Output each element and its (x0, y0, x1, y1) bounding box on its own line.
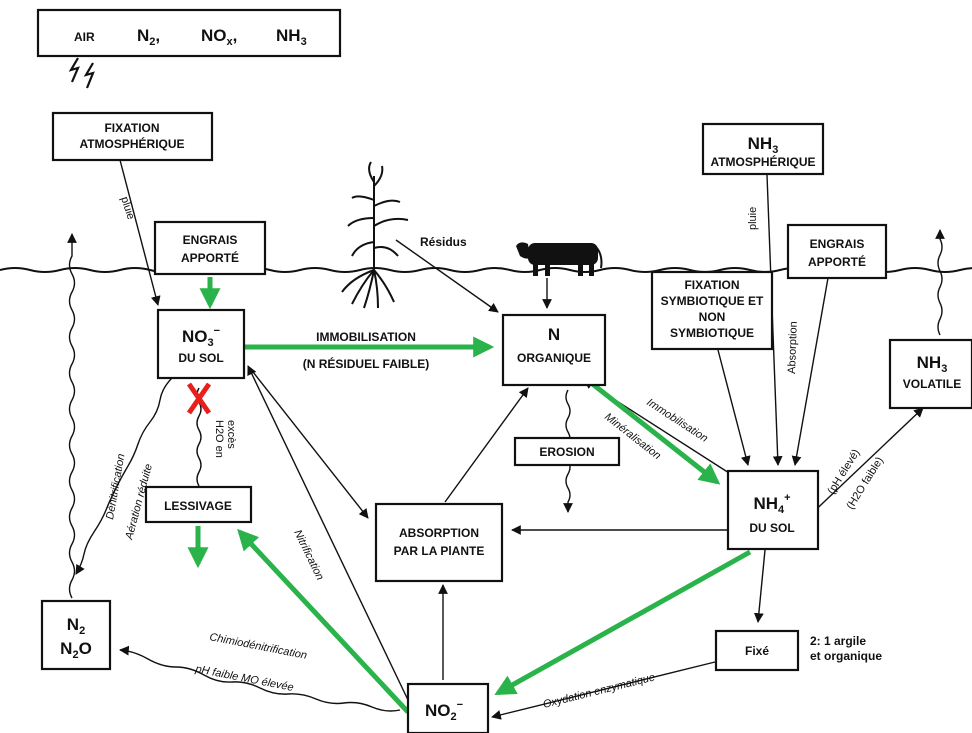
fixation-symb-line4: SYMBIOTIQUE (670, 326, 754, 340)
erosion-label: EROSION (539, 445, 594, 459)
nh3-volatile-label: VOLATILE (903, 377, 961, 391)
immobilisation-diag-label: Immobilisation (644, 396, 710, 444)
air-n2-formula: N2, (137, 26, 160, 48)
arrow-nh4-to-volatile (804, 407, 924, 521)
chimiodenitrification-label: Chimiodénitrification (208, 631, 308, 662)
engrais-left-line2: APPORTÉ (181, 250, 239, 265)
plant-icon (341, 161, 409, 309)
nh3-atm-formula: NH3 (748, 134, 779, 156)
n2-n2o-box (40, 599, 112, 671)
h2o-exces-line1: H2O en (213, 420, 225, 458)
lessivage-label: LESSIVAGE (164, 499, 232, 513)
argile-line1: 2: 1 argile (810, 634, 866, 648)
nh4-du-sol-box (726, 469, 820, 551)
nitrification-label: Nitrification (291, 528, 326, 582)
absorption-line2: PAR LA PlANTE (394, 544, 485, 558)
no3-du-sol-label: DU SOL (178, 351, 223, 365)
lightning-icon (68, 57, 95, 89)
fixe-box (714, 629, 800, 672)
nh4-formula: NH4+ (753, 492, 790, 516)
green-arrow-mineralisation (588, 380, 721, 485)
no3-formula: NO3− (182, 325, 220, 349)
fixation-symb-line1: FIXATION (684, 278, 739, 292)
engrais-left-line1: ENGRAIS (183, 233, 238, 247)
nh4-du-sol-label: DU SOL (749, 521, 794, 535)
residus-label: Résidus (420, 235, 467, 249)
ph-faible-mo-label: pH faible MO élevée (193, 663, 294, 694)
arrow-nitrification (247, 365, 409, 701)
fixation-symb-line3: NON (699, 310, 726, 324)
green-arrow-no2-to-lessivage (237, 528, 410, 714)
nh3-volatile-box (888, 338, 972, 410)
no3-du-sol-box (156, 308, 246, 380)
arrow-oxydation (491, 661, 716, 720)
absorption-plante-box (374, 502, 504, 583)
n-organique-label: ORGANIQUE (517, 351, 591, 365)
h2o-exces-line2: excès (225, 420, 237, 449)
absorption-line1: ABSORPTION (399, 526, 479, 540)
engrais-apporte-left-box (153, 220, 267, 276)
fixe-label: Fixé (745, 644, 769, 658)
no2-box (406, 682, 490, 733)
arrow-no3-to-absorption (252, 371, 369, 519)
denitrification-label: Dénitrification (104, 453, 127, 521)
lessivage-box (144, 485, 253, 524)
n2-formula: N2 (67, 615, 85, 637)
engrais-apporte-right-box (786, 223, 888, 280)
n-organique-n: N (548, 325, 560, 344)
fixation-symb-line2: SYMBIOTIQUE ET (661, 294, 764, 308)
absorption-vert-label: Absorption (786, 321, 800, 374)
engrais-right-line1: ENGRAIS (810, 237, 865, 251)
arrow-nh4-to-fixe (753, 549, 766, 623)
arrow-fixation-symb (717, 349, 751, 466)
fixation-atmospherique-box (51, 111, 214, 162)
wavy-arrow-no3-to-n2o (75, 377, 173, 575)
no2-formula: NO2− (425, 699, 463, 723)
erosion-box (513, 436, 621, 467)
wavy-arrow-nh3-volatile-up (935, 229, 945, 336)
arrow-engrais-right (791, 277, 829, 466)
pluie-left-label: pluie (118, 195, 137, 221)
wavy-arrow-chimiodenitrification (119, 645, 401, 712)
air-nox-formula: NOx, (201, 26, 237, 48)
fixation-atm-line2: ATMOSPHÉRIQUE (79, 136, 184, 151)
nh3-atm-label: ATMOSPHÉRIQUE (710, 154, 815, 169)
air-box (36, 8, 342, 58)
engrais-right-line2: APPORTÉ (808, 254, 866, 269)
fixation-atm-line1: FIXATION (104, 121, 159, 135)
green-arrow-nh4-to-no2 (494, 549, 752, 696)
nh3-volatile-formula: NH3 (917, 353, 948, 375)
arrow-fixation-to-no3 (119, 159, 161, 306)
arrow-residus (395, 239, 499, 313)
air-nh3-formula: NH3 (276, 26, 307, 48)
n2o-formula: N2O (60, 639, 92, 661)
argile-line2: et organique (810, 649, 882, 663)
air-label: AIR (74, 30, 95, 44)
cow-icon (516, 242, 603, 276)
wavy-arrow-denitrification-up (67, 233, 77, 599)
n-residuel-label: (N RÉSIDUEL FAIBLE) (303, 356, 429, 371)
nh3-atmospherique-box (701, 122, 825, 176)
red-x-icon (186, 382, 212, 415)
n-organique-box (501, 313, 607, 387)
immobilisation-top-label: IMMOBILISATION (316, 330, 416, 344)
fixation-symbiotique-box (650, 270, 774, 351)
arrow-absorption-to-norg (444, 387, 529, 503)
pluie-right-label: pluie (747, 207, 759, 230)
oxydation-label: Oxydation enzymatique (542, 671, 656, 710)
